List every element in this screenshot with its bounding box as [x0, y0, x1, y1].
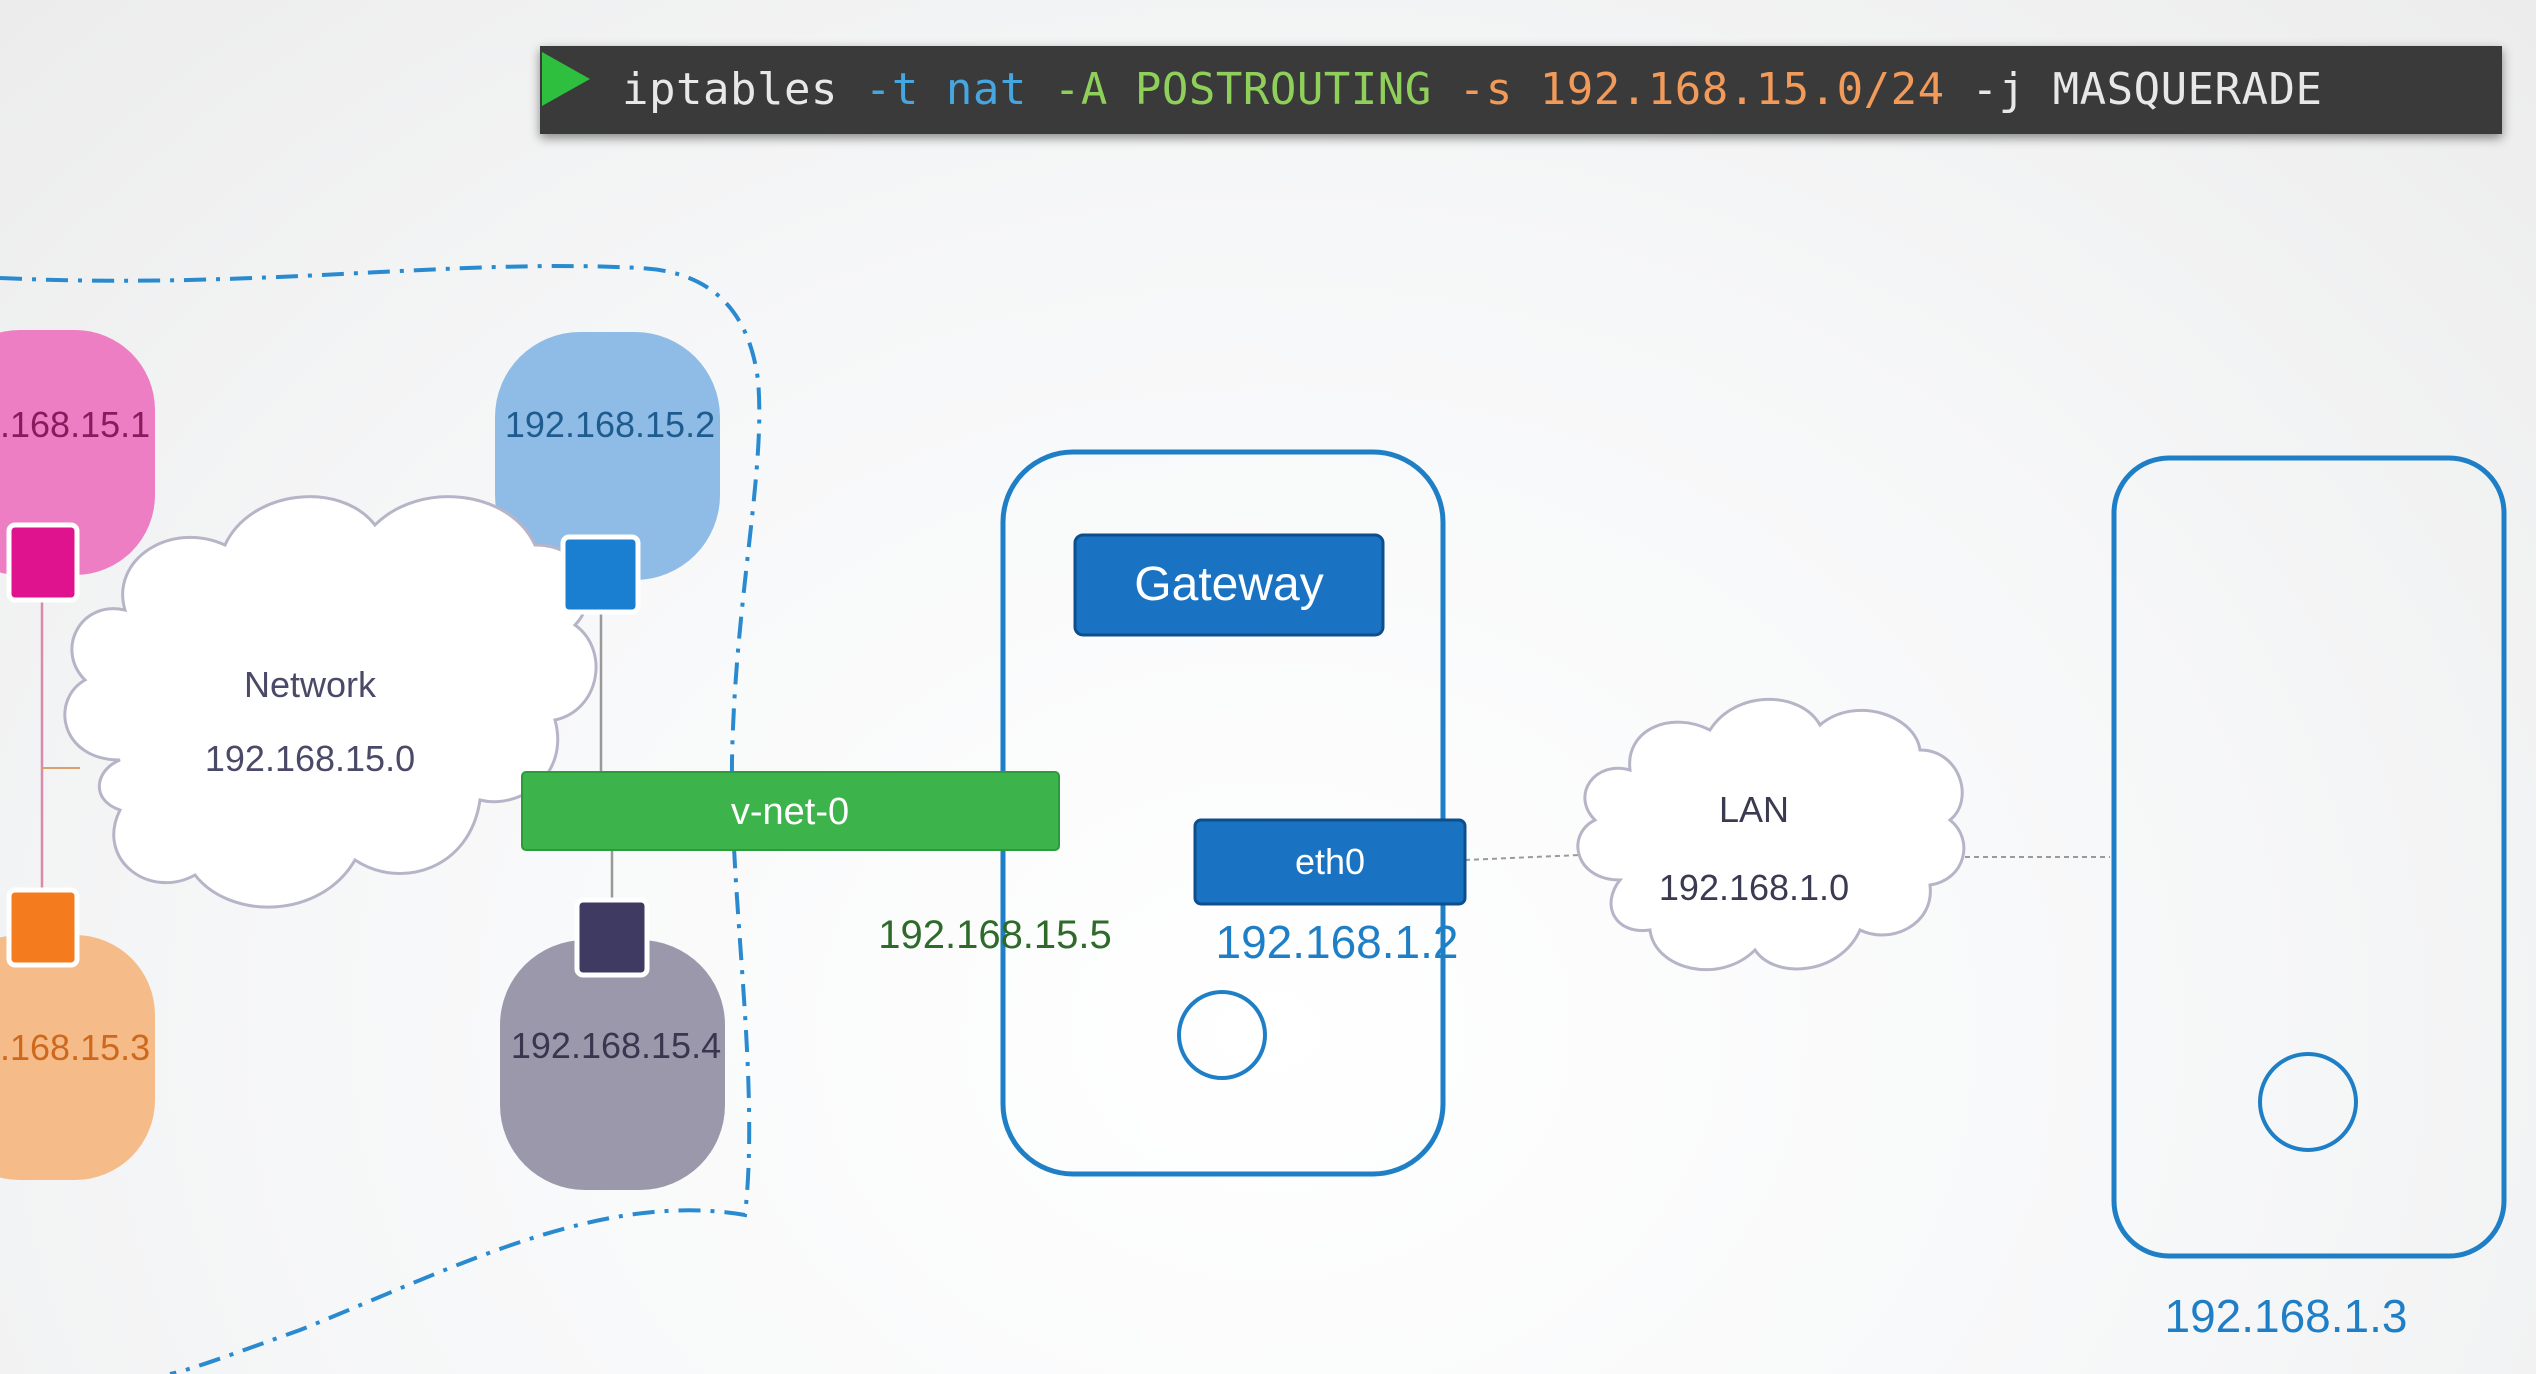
command-token: nat	[945, 64, 1027, 115]
command-token: POSTROUTING	[1134, 64, 1432, 115]
namespace-gray	[500, 940, 725, 1190]
gateway-title: Gateway	[1134, 558, 1323, 611]
namespace-pink	[0, 330, 155, 575]
lan-cloud	[1576, 697, 1966, 972]
namespace-boundary	[0, 264, 762, 1374]
gateway-home-button	[1177, 990, 1267, 1080]
port-orange	[6, 887, 80, 968]
command-token: -s	[1458, 64, 1513, 115]
port-gray	[574, 897, 650, 978]
eth0-label: eth0	[1295, 841, 1365, 882]
network-cloud-title: Network	[244, 664, 377, 705]
remote-host-ip: 192.168.1.3	[2164, 1290, 2407, 1342]
network-cloud-subnet: 192.168.15.0	[205, 738, 415, 779]
command-token: -j	[1971, 64, 2026, 115]
play-icon	[542, 52, 590, 106]
lan-cloud-subnet: 192.168.1.0	[1659, 867, 1849, 908]
namespace-orange-ip: .168.15.3	[0, 1027, 150, 1068]
command-token: iptables	[622, 64, 838, 115]
gateway-title-box	[1073, 533, 1385, 637]
remote-host-box	[2111, 455, 2507, 1259]
bridge-v-net-0	[521, 771, 1060, 851]
link-eth0-lan	[1464, 854, 1581, 861]
remote-home-button	[2258, 1052, 2358, 1152]
port-pink	[6, 522, 80, 603]
bridge-label: v-net-0	[731, 791, 849, 833]
command-token: 192.168.15.0/24	[1539, 64, 1945, 115]
command-token: -t	[864, 64, 919, 115]
namespace-blue	[495, 332, 720, 580]
lan-cloud-title: LAN	[1719, 789, 1789, 830]
command-terminal: iptables -t nat -A POSTROUTING -s 192.16…	[540, 46, 2502, 134]
gateway-ip: 192.168.1.2	[1215, 916, 1458, 968]
command-token: -A	[1053, 64, 1108, 115]
namespace-orange	[0, 935, 155, 1180]
namespace-blue-ip: 192.168.15.2	[505, 404, 715, 445]
namespace-gray-ip: 192.168.15.4	[511, 1025, 721, 1066]
eth0-interface	[1193, 818, 1467, 906]
namespace-pink-ip: .168.15.1	[0, 404, 150, 445]
command-text: iptables -t nat -A POSTROUTING -s 192.16…	[622, 64, 2323, 115]
bridge-ip: 192.168.15.5	[878, 913, 1112, 957]
command-token: MASQUERADE	[2052, 64, 2323, 115]
port-blue	[560, 534, 641, 615]
network-cloud	[63, 495, 598, 909]
